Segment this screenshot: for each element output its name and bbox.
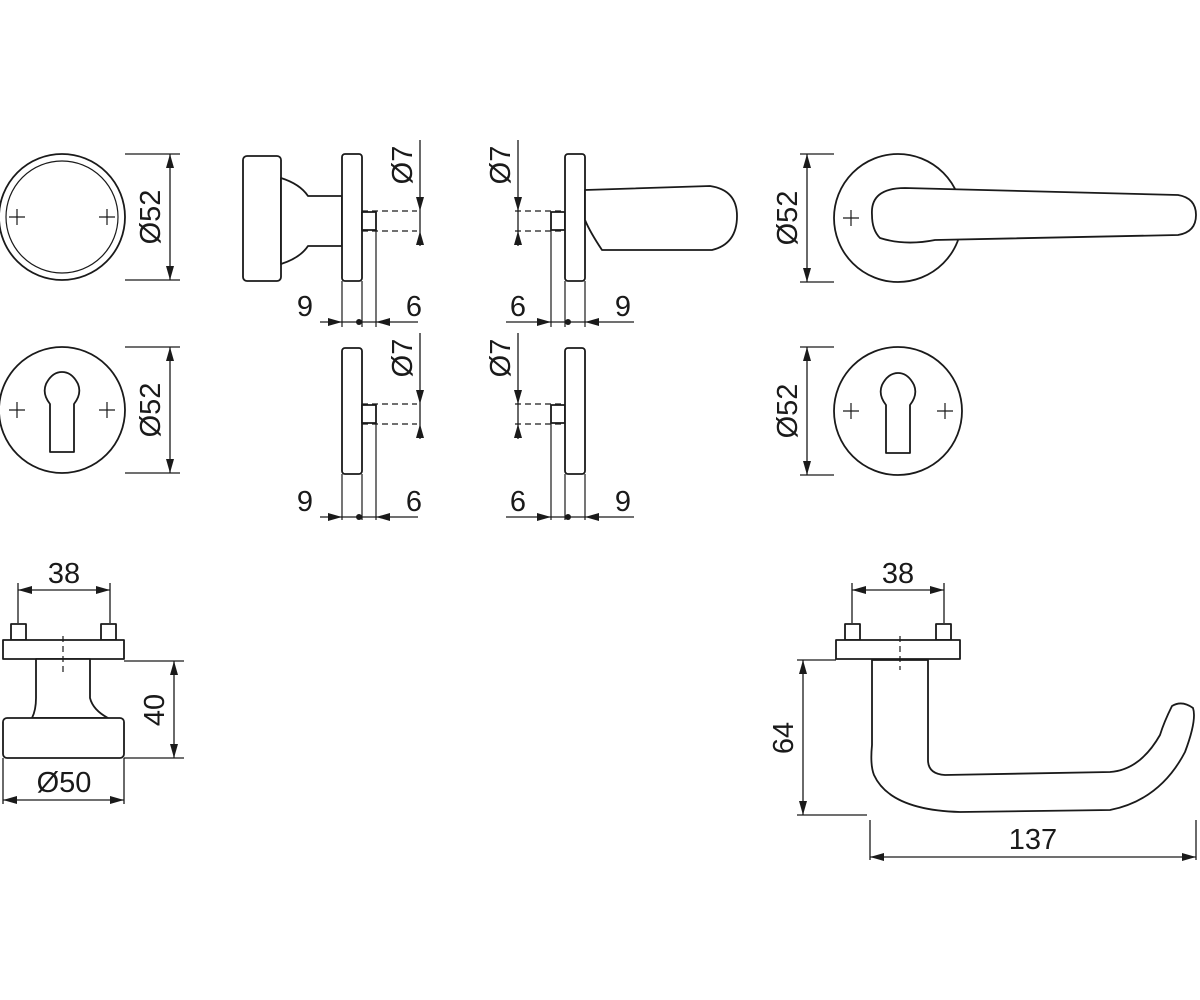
- dim-knob-pin-dia: Ø7: [387, 146, 419, 185]
- dim-knob-projection: 40: [139, 694, 171, 726]
- dim-lever-gap-right: 9: [615, 291, 631, 323]
- dim-escutcheon-left-dia: Ø52: [135, 383, 167, 438]
- escutcheon-b-side-view: 6 9 Ø7: [485, 333, 634, 521]
- lever-rose-front-view: Ø52: [772, 153, 1197, 283]
- dim-esc-b-pin-dia: Ø7: [485, 339, 517, 378]
- escutcheon-right-front-view: Ø52: [772, 346, 963, 476]
- escutcheon-left-front-view: Ø52: [0, 346, 180, 474]
- dim-lever-rose-dia: Ø52: [772, 191, 804, 246]
- escutcheon-a-side-view: 9 6 Ø7: [297, 333, 424, 521]
- dim-knob-dia: Ø50: [37, 767, 92, 799]
- dim-esc-b-gap-left: 6: [510, 486, 526, 518]
- dim-esc-a-gap-right: 6: [406, 486, 422, 518]
- dim-lever-screw-spacing: 38: [882, 558, 914, 590]
- knob-side-view: 9 6 Ø7: [242, 140, 424, 327]
- dim-lever-length: 137: [1009, 824, 1057, 856]
- lever-side-view: 6 9 Ø7: [485, 140, 738, 327]
- dim-esc-a-gap-left: 9: [297, 486, 313, 518]
- dim-lever-pin-dia: Ø7: [485, 146, 517, 185]
- dim-knob-screw-spacing: 38: [48, 558, 80, 590]
- dim-knob-gap-right: 6: [406, 291, 422, 323]
- lever-top-view: 38 64 137: [768, 558, 1197, 861]
- knob-top-view: 38 40 Ø50: [2, 558, 184, 804]
- dim-esc-b-gap-right: 9: [615, 486, 631, 518]
- dim-lever-projection: 64: [768, 722, 800, 754]
- dim-lever-gap-left: 6: [510, 291, 526, 323]
- dim-knob-gap-left: 9: [297, 291, 313, 323]
- dim-esc-a-pin-dia: Ø7: [387, 339, 419, 378]
- dim-escutcheon-right-dia: Ø52: [772, 384, 804, 439]
- knob-rose-front-view: Ø52: [0, 153, 180, 281]
- dim-knob-rose-dia: Ø52: [135, 190, 167, 245]
